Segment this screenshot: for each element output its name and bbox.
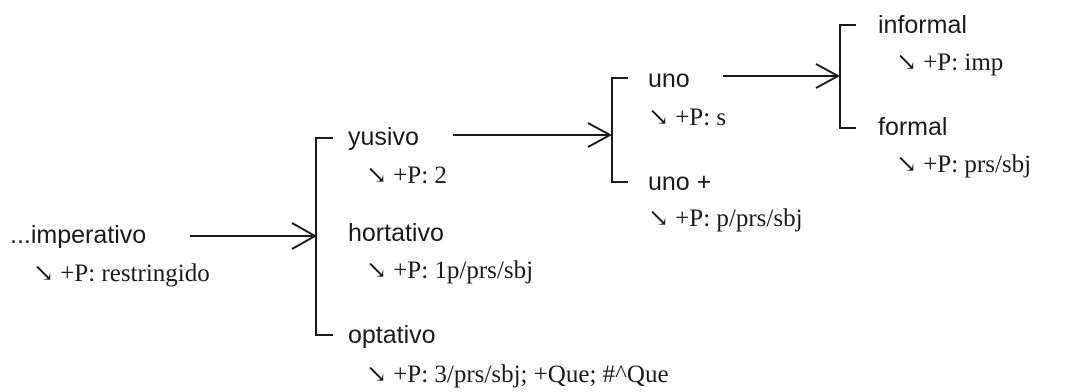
- node-label-imperativo: ...imperativo: [10, 221, 147, 249]
- node-feature-imperativo: ↘ +P: restringido: [33, 260, 210, 287]
- node-label-yusivo: yusivo: [348, 123, 419, 151]
- node-feature-hortativo: ↘ +P: 1p/prs/sbj: [366, 257, 534, 284]
- bracket-level2: [611, 77, 628, 183]
- node-label-optativo: optativo: [348, 321, 436, 349]
- bracket-level1: [315, 137, 333, 336]
- node-feature-uno-plus: ↘ +P: p/prs/sbj: [648, 205, 803, 232]
- node-label-formal: formal: [878, 113, 948, 141]
- node-feature-yusivo: ↘ +P: 2: [366, 162, 447, 189]
- node-label-uno: uno: [648, 65, 690, 93]
- node-feature-informal: ↘ +P: imp: [896, 49, 1004, 76]
- arrowhead-uno: [815, 63, 841, 89]
- bracket-level3: [839, 24, 856, 129]
- node-feature-formal: ↘ +P: prs/sbj: [896, 151, 1032, 178]
- node-label-informal: informal: [878, 11, 967, 39]
- node-label-uno-plus: uno +: [648, 168, 712, 196]
- node-label-hortativo: hortativo: [348, 219, 444, 247]
- arrowhead-yusivo: [587, 122, 613, 148]
- node-feature-optativo: ↘ +P: 3/prs/sbj; +Que; #^Que: [366, 361, 669, 388]
- node-feature-uno: ↘ +P: s: [648, 104, 727, 131]
